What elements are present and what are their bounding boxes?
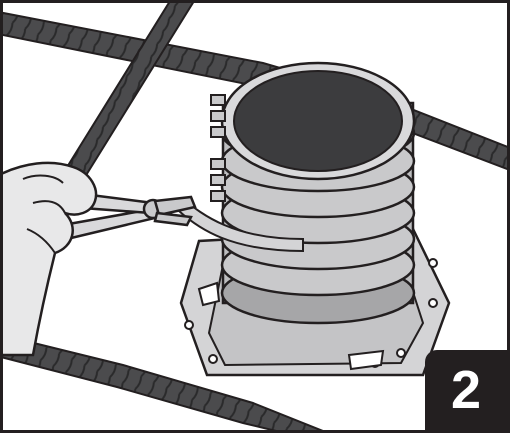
installation-illustration <box>3 3 507 430</box>
step-number: 2 <box>450 360 482 420</box>
rebar-bottom <box>3 334 324 430</box>
adjustable-sleeve <box>210 61 416 325</box>
tear-strip <box>177 197 304 253</box>
gloved-hand <box>3 161 98 357</box>
step-badge: 2 <box>425 350 507 430</box>
sleeve-cap <box>233 70 403 172</box>
sleeve-clips <box>210 94 226 202</box>
